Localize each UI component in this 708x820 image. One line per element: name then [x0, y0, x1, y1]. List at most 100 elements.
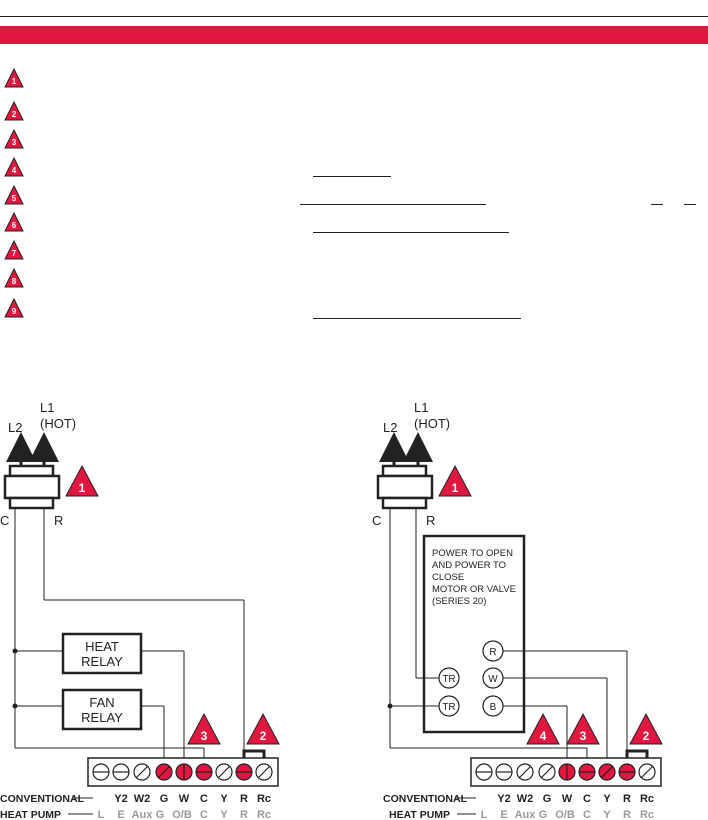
right-term-b: B [482, 695, 504, 717]
left-marker-2: 2 [246, 712, 280, 745]
svg-text:9: 9 [12, 307, 17, 316]
right-row-conventional: CONVENTIONAL [383, 793, 468, 805]
svg-text:RELAY: RELAY [81, 710, 123, 725]
svg-text:6: 6 [12, 221, 17, 230]
svg-text:Rc: Rc [257, 793, 271, 805]
svg-text:5: 5 [12, 194, 17, 203]
svg-text:CLOSE: CLOSE [432, 572, 464, 583]
left-marker-3: 3 [187, 712, 221, 745]
svg-text:Y: Y [220, 809, 228, 820]
underline-3 [651, 204, 663, 205]
right-l2-label: L2 [383, 420, 397, 435]
note-marker-8: 8 [4, 268, 24, 288]
left-terminal-screws [92, 763, 273, 781]
right-transformer [381, 464, 428, 478]
svg-text:L: L [481, 809, 488, 820]
right-r-label: R [426, 513, 435, 528]
section-header-band [0, 26, 708, 44]
svg-text:W: W [179, 793, 190, 805]
svg-text:Aux: Aux [132, 809, 154, 820]
note-marker-2: 2 [4, 101, 24, 121]
right-l1-label: L1 [414, 400, 428, 415]
svg-text:Rc: Rc [640, 809, 654, 820]
right-term-w: W [482, 667, 504, 689]
svg-text:O/B: O/B [172, 809, 192, 820]
right-hp-terminal-labels: L E Aux G O/B C Y R Rc [481, 809, 654, 820]
svg-text:2: 2 [12, 110, 17, 119]
svg-text:Rc: Rc [640, 793, 654, 805]
svg-text:Y: Y [603, 793, 611, 805]
svg-text:E: E [117, 809, 124, 820]
left-row-conventional: CONVENTIONAL [0, 793, 85, 805]
svg-text:HEAT: HEAT [85, 639, 119, 654]
svg-text:8: 8 [12, 277, 17, 286]
svg-text:4: 4 [12, 166, 17, 175]
right-conv-terminal-labels: Y2 W2 G W C Y R Rc [497, 793, 654, 805]
svg-text:(SERIES 20): (SERIES 20) [432, 596, 486, 607]
svg-text:C: C [583, 793, 591, 805]
right-term-tr-2: TR [438, 695, 460, 717]
svg-text:3: 3 [201, 729, 208, 743]
svg-text:G: G [156, 809, 165, 820]
svg-text:RELAY: RELAY [81, 654, 123, 669]
svg-text:Y: Y [603, 809, 611, 820]
svg-text:3: 3 [580, 729, 587, 743]
svg-text:L: L [98, 809, 105, 820]
svg-text:1: 1 [79, 481, 86, 495]
svg-text:FAN: FAN [89, 695, 114, 710]
svg-text:B: B [490, 702, 497, 713]
svg-text:G: G [539, 809, 548, 820]
svg-text:7: 7 [12, 249, 17, 258]
svg-text:4: 4 [540, 729, 547, 743]
svg-text:POWER TO OPEN: POWER TO OPEN [432, 548, 513, 559]
svg-text:C: C [583, 809, 591, 820]
left-marker-1: 1 [65, 464, 99, 497]
left-hp-terminal-labels: L E Aux G O/B C Y R Rc [98, 809, 271, 820]
left-r-label: R [54, 513, 63, 528]
right-row-heat-pump: HEAT PUMP [389, 809, 450, 820]
svg-text:R: R [623, 793, 631, 805]
svg-text:AND POWER TO: AND POWER TO [432, 560, 506, 571]
svg-text:Aux: Aux [515, 809, 537, 820]
svg-text:3: 3 [12, 138, 17, 147]
svg-text:W: W [562, 793, 573, 805]
svg-text:MOTOR OR VALVE: MOTOR OR VALVE [432, 584, 516, 595]
underline-5 [313, 232, 509, 233]
svg-text:1: 1 [452, 481, 459, 495]
left-fan-relay [61, 688, 143, 731]
left-l2-label: L2 [8, 420, 22, 435]
note-marker-5: 5 [4, 185, 24, 205]
right-hot-label: (HOT) [414, 416, 450, 431]
note-marker-7: 7 [4, 240, 24, 260]
right-marker-4: 4 [526, 712, 560, 745]
svg-text:R: R [240, 809, 248, 820]
underline-4 [684, 204, 696, 205]
svg-text:C: C [200, 809, 208, 820]
svg-text:Y2: Y2 [497, 793, 510, 805]
svg-text:1: 1 [12, 77, 17, 86]
right-terminal-screws [475, 763, 656, 781]
svg-text:Rc: Rc [257, 809, 271, 820]
right-term-r: R [482, 640, 504, 662]
note-marker-1: 1 [4, 68, 24, 88]
svg-text:R: R [623, 809, 631, 820]
left-hot-label: (HOT) [40, 416, 76, 431]
svg-text:R: R [240, 793, 248, 805]
right-diagram: L1 (HOT) L2 C R 1 POWER TO OPEN AND POWE… [372, 400, 663, 820]
svg-text:G: G [160, 793, 169, 805]
underline-2 [300, 204, 486, 205]
svg-text:G: G [543, 793, 552, 805]
svg-text:C: C [200, 793, 208, 805]
left-l1-label: L1 [40, 400, 54, 415]
svg-text:O/B: O/B [555, 809, 575, 820]
svg-text:2: 2 [643, 729, 650, 743]
underline-1 [313, 176, 391, 177]
left-row-heat-pump: HEAT PUMP [0, 809, 61, 820]
left-conv-terminal-labels: Y2 W2 G W C Y R Rc [114, 793, 271, 805]
note-marker-6: 6 [4, 212, 24, 232]
right-term-tr-1: TR [438, 667, 460, 689]
svg-text:2: 2 [260, 729, 267, 743]
right-marker-2: 2 [629, 712, 663, 745]
svg-text:E: E [500, 809, 507, 820]
